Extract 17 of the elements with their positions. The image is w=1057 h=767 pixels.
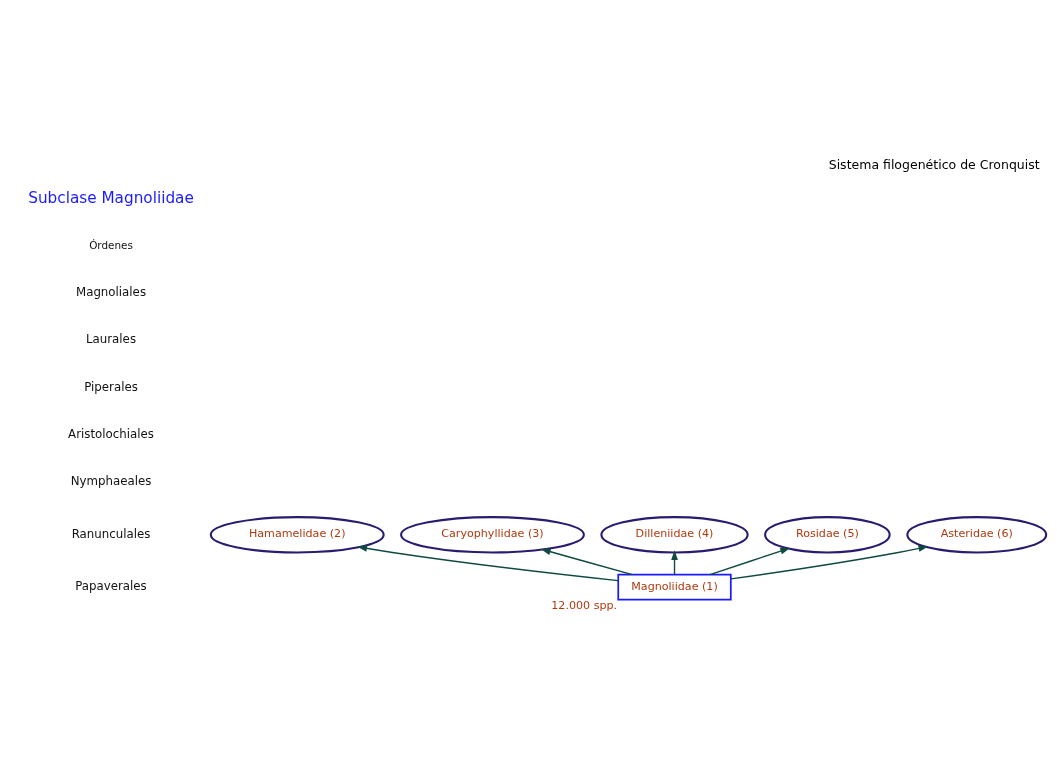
label: Magnoliales [75, 284, 147, 299]
label: Subclase Magnoliidae [28, 188, 194, 207]
node-ellipse: Dilleniidae (4) [600, 515, 749, 553]
label: Papaverales [75, 578, 147, 593]
arrow [540, 547, 633, 575]
label: Órdenes [89, 238, 133, 251]
arrow [730, 544, 929, 580]
label: Nymphaeales [70, 473, 152, 488]
label: Ranunculales [71, 526, 151, 541]
label: Piperales [84, 379, 138, 394]
arrow [357, 544, 619, 581]
arrow [709, 547, 791, 575]
node-label: 12.000 spp. [551, 598, 618, 612]
node-box: Magnoliidae (1) [617, 573, 732, 601]
label: Laurales [85, 331, 137, 346]
label: Aristolochiales [68, 426, 154, 441]
diagram-title: Sistema filogenético de Cronquist [828, 156, 1040, 172]
